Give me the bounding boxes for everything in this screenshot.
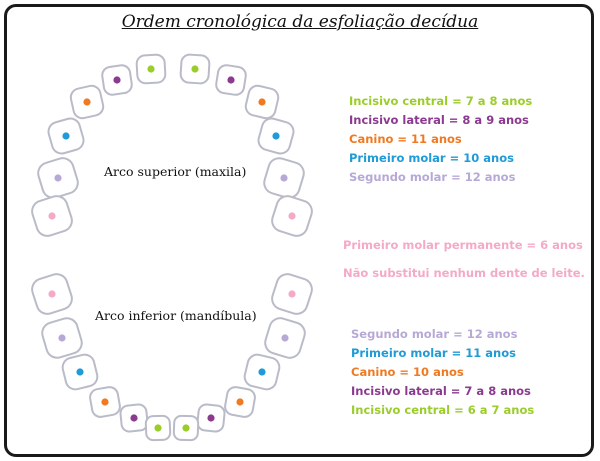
lower-lateral-incisor-left bbox=[119, 403, 149, 433]
lower-legend-central: Incisivo central = 6 a 7 anos bbox=[351, 403, 535, 417]
diagram-title: Ordem cronológica da esfoliação decídua bbox=[121, 12, 479, 32]
tooth-color-dot bbox=[147, 65, 155, 73]
lower-central-incisor-left bbox=[144, 414, 172, 442]
tooth-color-dot bbox=[280, 174, 288, 182]
upper-legend: Incisivo central = 7 a 8 anos Incisivo l… bbox=[349, 92, 532, 187]
upper-central-incisor-left bbox=[135, 53, 167, 85]
tooth-color-dot bbox=[48, 212, 56, 220]
tooth-color-dot bbox=[207, 414, 215, 422]
upper-central-incisor-right bbox=[179, 53, 211, 85]
tooth-color-dot bbox=[191, 65, 199, 73]
tooth-color-dot bbox=[258, 368, 266, 376]
upper-canine-left bbox=[69, 84, 105, 120]
lower-canine-right bbox=[224, 386, 256, 418]
lower-legend-canine: Canino = 10 anos bbox=[351, 365, 464, 379]
tooth-color-dot bbox=[281, 334, 289, 342]
upper-first-molar-left bbox=[47, 117, 85, 155]
upper-arch-teeth bbox=[31, 53, 313, 237]
tooth-color-dot bbox=[48, 290, 56, 298]
lower-legend: Segundo molar = 12 anos Primeiro molar =… bbox=[351, 325, 534, 420]
tooth-color-dot bbox=[58, 334, 66, 342]
permanent-molar-note: Primeiro molar permanente = 6 anos bbox=[343, 238, 583, 252]
tooth-color-dot bbox=[83, 98, 91, 106]
tooth-color-dot bbox=[227, 76, 235, 84]
upper-lateral-incisor-left bbox=[101, 64, 133, 96]
lower-lateral-incisor-right bbox=[196, 403, 226, 433]
tooth-color-dot bbox=[113, 76, 121, 84]
lower-legend-first-molar: Primeiro molar = 11 anos bbox=[351, 346, 516, 360]
upper-first-molar-right bbox=[257, 117, 295, 155]
upper-legend-first-molar: Primeiro molar = 10 anos bbox=[349, 151, 514, 165]
upper-second-molar-left bbox=[37, 157, 79, 199]
lower-canine-left bbox=[89, 386, 121, 418]
tooth-color-dot bbox=[76, 368, 84, 376]
lower-permanent-molar-right bbox=[271, 273, 313, 315]
lower-arch-label: Arco inferior (mandíbula) bbox=[95, 308, 257, 323]
tooth-color-dot bbox=[272, 132, 280, 140]
lower-permanent-molar-left bbox=[31, 273, 73, 315]
lower-second-molar-right bbox=[264, 317, 306, 359]
permanent-molar-note-2: Não substitui nenhum dente de leite. bbox=[343, 266, 585, 280]
upper-permanent-molar-left bbox=[31, 195, 73, 237]
lower-legend-lateral: Incisivo lateral = 7 a 8 anos bbox=[351, 384, 531, 398]
upper-permanent-molar-right bbox=[271, 195, 313, 237]
lower-legend-second-molar: Segundo molar = 12 anos bbox=[351, 327, 518, 341]
lower-first-molar-right bbox=[243, 353, 281, 391]
upper-legend-lateral: Incisivo lateral = 8 a 9 anos bbox=[349, 113, 529, 127]
tooth-color-dot bbox=[54, 174, 62, 182]
upper-lateral-incisor-right bbox=[215, 64, 247, 96]
upper-second-molar-right bbox=[263, 157, 305, 199]
tooth-color-dot bbox=[101, 398, 109, 406]
tooth-color-dot bbox=[182, 424, 190, 432]
upper-legend-canine: Canino = 11 anos bbox=[349, 132, 462, 146]
upper-arch-label: Arco superior (maxila) bbox=[104, 164, 247, 179]
tooth-color-dot bbox=[62, 132, 70, 140]
lower-first-molar-left bbox=[61, 353, 99, 391]
lower-central-incisor-right bbox=[172, 414, 200, 442]
upper-legend-second-molar: Segundo molar = 12 anos bbox=[349, 170, 516, 184]
upper-legend-central: Incisivo central = 7 a 8 anos bbox=[349, 94, 533, 108]
tooth-color-dot bbox=[288, 212, 296, 220]
tooth-color-dot bbox=[288, 290, 296, 298]
tooth-color-dot bbox=[258, 98, 266, 106]
lower-arch-teeth bbox=[31, 273, 313, 442]
upper-canine-right bbox=[244, 84, 280, 120]
lower-second-molar-left bbox=[41, 317, 83, 359]
tooth-color-dot bbox=[154, 424, 162, 432]
tooth-color-dot bbox=[236, 398, 244, 406]
tooth-color-dot bbox=[130, 414, 138, 422]
